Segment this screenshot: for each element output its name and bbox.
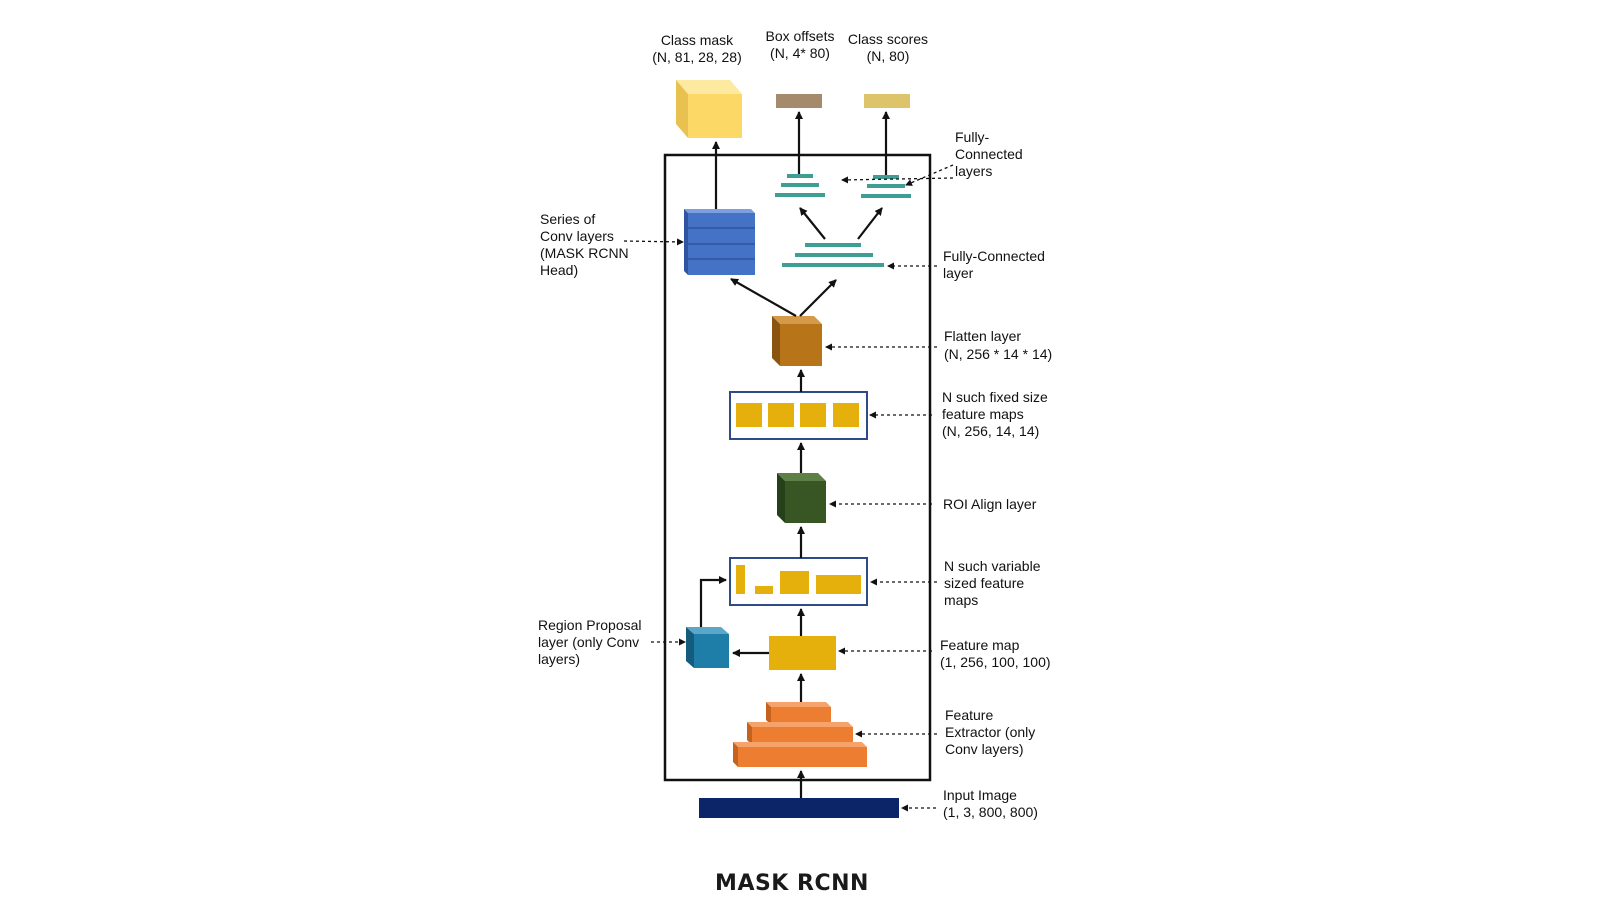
svg-text:Head): Head) xyxy=(540,262,578,278)
svg-text:(N, 81, 28, 28): (N, 81, 28, 28) xyxy=(652,49,742,65)
svg-text:feature maps: feature maps xyxy=(942,406,1024,422)
svg-text:sized feature: sized feature xyxy=(944,575,1024,591)
svg-text:Class mask: Class mask xyxy=(661,32,734,48)
fc-layer-label: Fully-Connected layer xyxy=(943,248,1045,281)
roi-align-label: ROI Align layer xyxy=(943,496,1037,512)
extractor-label: Feature Extractor (only Conv layers) xyxy=(945,707,1035,757)
svg-text:layers): layers) xyxy=(538,651,580,667)
svg-text:Feature map: Feature map xyxy=(940,637,1020,653)
flow-arrows xyxy=(699,111,890,798)
fixed-maps-label: N such fixed size feature maps (N, 256, … xyxy=(942,389,1048,439)
flatten-label: Flatten layer (N, 256 * 14 * 14) xyxy=(944,328,1052,362)
svg-text:Connected: Connected xyxy=(955,146,1023,162)
svg-text:N such variable: N such variable xyxy=(944,558,1041,574)
flatten-cube xyxy=(772,316,822,366)
svg-text:Conv layers): Conv layers) xyxy=(945,741,1024,757)
fc-stack-right xyxy=(861,175,911,198)
svg-text:(N, 256, 14, 14): (N, 256, 14, 14) xyxy=(942,423,1039,439)
svg-text:layer: layer xyxy=(943,265,974,281)
conv-head-label: Series of Conv layers (MASK RCNN Head) xyxy=(540,211,629,278)
svg-text:(N, 256 * 14 * 14): (N, 256 * 14 * 14) xyxy=(944,346,1052,362)
svg-text:Extractor (only: Extractor (only xyxy=(945,724,1035,740)
class-mask-cube xyxy=(676,80,742,138)
svg-text:Conv layers: Conv layers xyxy=(540,228,614,244)
output-box-offsets-label: Box offsets (N, 4* 80) xyxy=(765,28,834,61)
network-frame xyxy=(663,153,932,782)
feature-map-block xyxy=(769,636,836,670)
output-class-mask-label: Class mask (N, 81, 28, 28) xyxy=(652,32,742,65)
svg-text:Class scores: Class scores xyxy=(848,31,928,47)
class-scores-vector xyxy=(864,94,910,108)
fc-layer-shared xyxy=(782,243,884,267)
svg-text:(1, 256, 100, 100): (1, 256, 100, 100) xyxy=(940,654,1051,670)
svg-text:(MASK RCNN: (MASK RCNN xyxy=(540,245,629,261)
svg-text:ROI Align layer: ROI Align layer xyxy=(943,496,1037,512)
fixed-feature-maps xyxy=(729,391,868,440)
svg-text:layer (only Conv: layer (only Conv xyxy=(538,634,639,650)
svg-text:maps: maps xyxy=(944,592,978,608)
box-offsets-vector xyxy=(776,94,822,108)
output-class-scores-label: Class scores (N, 80) xyxy=(848,31,928,64)
rpn-label: Region Proposal layer (only Conv layers) xyxy=(538,617,642,667)
svg-text:Fully-Connected: Fully-Connected xyxy=(943,248,1045,264)
roi-align-cube xyxy=(777,473,826,523)
region-proposal-cube xyxy=(686,627,729,668)
svg-text:Region Proposal: Region Proposal xyxy=(538,617,642,633)
svg-text:Flatten layer: Flatten layer xyxy=(944,328,1021,344)
fc-layers-label: Fully- Connected layers xyxy=(955,129,1023,179)
feature-extractor-pyramid xyxy=(733,702,867,767)
svg-text:N such fixed size: N such fixed size xyxy=(942,389,1048,405)
svg-text:(1, 3, 800, 800): (1, 3, 800, 800) xyxy=(943,804,1038,820)
svg-text:(N, 80): (N, 80) xyxy=(867,48,910,64)
svg-text:Fully-: Fully- xyxy=(955,129,990,145)
input-image-block xyxy=(699,798,899,818)
input-image-label: Input Image (1, 3, 800, 800) xyxy=(943,787,1038,820)
variable-feature-maps xyxy=(729,557,868,606)
pointer-arrows xyxy=(623,164,954,812)
svg-text:Input Image: Input Image xyxy=(943,787,1017,803)
variable-maps-label: N such variable sized feature maps xyxy=(944,558,1041,608)
svg-text:layers: layers xyxy=(955,163,992,179)
svg-text:Series of: Series of xyxy=(540,211,595,227)
svg-text:(N, 4* 80): (N, 4* 80) xyxy=(770,45,830,61)
diagram-title: MASK RCNN xyxy=(715,871,869,896)
fc-stack-left xyxy=(775,174,825,197)
conv-head-stack xyxy=(684,209,755,275)
feature-map-label: Feature map (1, 256, 100, 100) xyxy=(940,637,1051,670)
svg-text:Box offsets: Box offsets xyxy=(765,28,834,44)
svg-text:Feature: Feature xyxy=(945,707,993,723)
